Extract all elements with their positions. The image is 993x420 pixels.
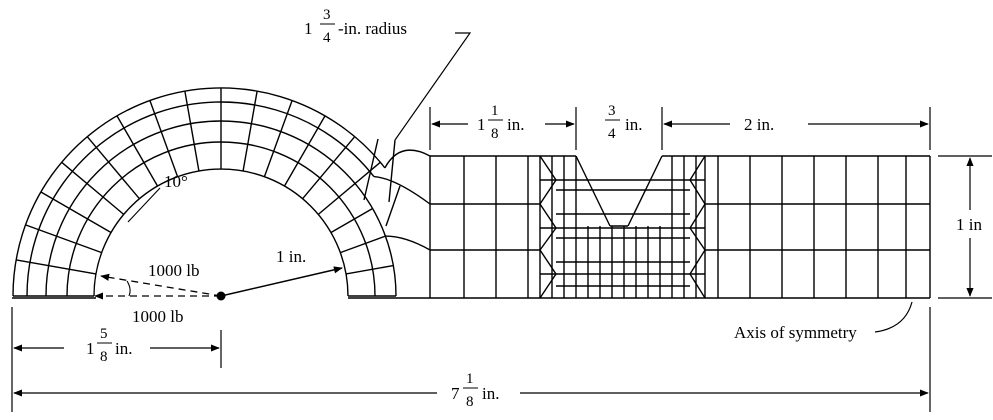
arch-spoke bbox=[184, 91, 200, 172]
arch-spoke bbox=[340, 235, 386, 254]
svg-text:8: 8 bbox=[100, 349, 108, 365]
dim-left-label: 1 5 8 in. bbox=[86, 326, 132, 365]
svg-text:5: 5 bbox=[100, 326, 108, 342]
arch-ring bbox=[26, 101, 375, 297]
transition-element bbox=[689, 155, 706, 181]
arch-spoke bbox=[86, 136, 140, 200]
svg-text:4: 4 bbox=[608, 126, 616, 142]
transition-element bbox=[689, 249, 706, 275]
arch-spoke bbox=[242, 91, 258, 172]
svg-text:4: 4 bbox=[323, 30, 331, 46]
svg-text:1: 1 bbox=[491, 103, 499, 119]
svg-text:1: 1 bbox=[466, 371, 474, 387]
load-vector-10deg bbox=[100, 273, 222, 297]
notch-flank bbox=[627, 155, 663, 227]
transition-element bbox=[689, 227, 706, 251]
dim-total-label: 7 1 8 in. bbox=[451, 371, 499, 410]
inner-radius-label: 1 in. bbox=[276, 247, 306, 266]
dim-flat-left-label: 1 1 8 in. bbox=[477, 103, 524, 142]
fillet-line bbox=[385, 185, 401, 227]
svg-text:1: 1 bbox=[477, 115, 486, 134]
element-mesh bbox=[12, 87, 931, 299]
arch-spoke bbox=[345, 264, 394, 275]
svg-text:in.: in. bbox=[625, 115, 642, 134]
load-label-upper: 1000 lb bbox=[148, 261, 199, 280]
svg-text:1: 1 bbox=[86, 339, 95, 358]
fillet-curve bbox=[385, 235, 431, 251]
arch-spoke bbox=[330, 207, 373, 234]
fillet-curve bbox=[373, 175, 431, 205]
arch-spoke bbox=[16, 259, 97, 275]
arch-spoke bbox=[302, 136, 356, 200]
transition-element bbox=[689, 203, 706, 229]
svg-text:in.: in. bbox=[507, 115, 524, 134]
arch-ring bbox=[93, 168, 349, 297]
arch-spoke bbox=[61, 161, 125, 215]
inner-radius-line bbox=[220, 266, 343, 297]
svg-text:3: 3 bbox=[323, 7, 331, 23]
dim-height-label: 1 in bbox=[956, 215, 982, 234]
svg-text:-in. radius: -in. radius bbox=[338, 19, 407, 38]
svg-text:1: 1 bbox=[304, 19, 313, 38]
dim-right-label: 2 in. bbox=[744, 115, 774, 134]
fillet-line bbox=[363, 138, 379, 201]
transition-element bbox=[539, 227, 557, 251]
transition-element bbox=[689, 179, 706, 205]
svg-text:7: 7 bbox=[451, 384, 460, 403]
fillet-line bbox=[388, 139, 396, 203]
transition-element bbox=[539, 249, 557, 275]
notch-flank bbox=[575, 155, 611, 227]
svg-text:8: 8 bbox=[466, 394, 474, 410]
axis-of-symmetry-label: Axis of symmetry bbox=[734, 323, 857, 342]
arch-spoke bbox=[283, 115, 326, 187]
transition-element bbox=[539, 203, 557, 229]
arch-ring bbox=[12, 87, 386, 297]
arch-spoke bbox=[40, 191, 112, 234]
svg-text:8: 8 bbox=[491, 126, 499, 142]
arch-spoke bbox=[25, 224, 102, 254]
arch-spoke bbox=[263, 100, 293, 177]
arch-spoke bbox=[149, 100, 179, 177]
svg-text:3: 3 bbox=[608, 103, 616, 119]
angle-label: 10° bbox=[164, 172, 188, 191]
axis-leader bbox=[874, 301, 913, 333]
angle-leader bbox=[127, 187, 161, 223]
svg-text:in.: in. bbox=[482, 384, 499, 403]
fillet-radius-label: 1 3 4 -in. radius bbox=[304, 7, 407, 46]
transition-element bbox=[689, 273, 706, 299]
angle-arc bbox=[126, 280, 131, 297]
dim-notch-label: 3 4 in. bbox=[605, 103, 642, 142]
transition-element bbox=[539, 273, 557, 299]
fillet-curve bbox=[384, 149, 431, 169]
dimension-lines bbox=[11, 107, 992, 412]
fillet-radius-leader bbox=[394, 32, 472, 141]
transition-element bbox=[539, 179, 557, 205]
svg-text:in.: in. bbox=[115, 339, 132, 358]
arch-spoke bbox=[116, 115, 159, 187]
load-label-lower: 1000 lb bbox=[132, 307, 183, 326]
transition-element bbox=[539, 155, 557, 181]
